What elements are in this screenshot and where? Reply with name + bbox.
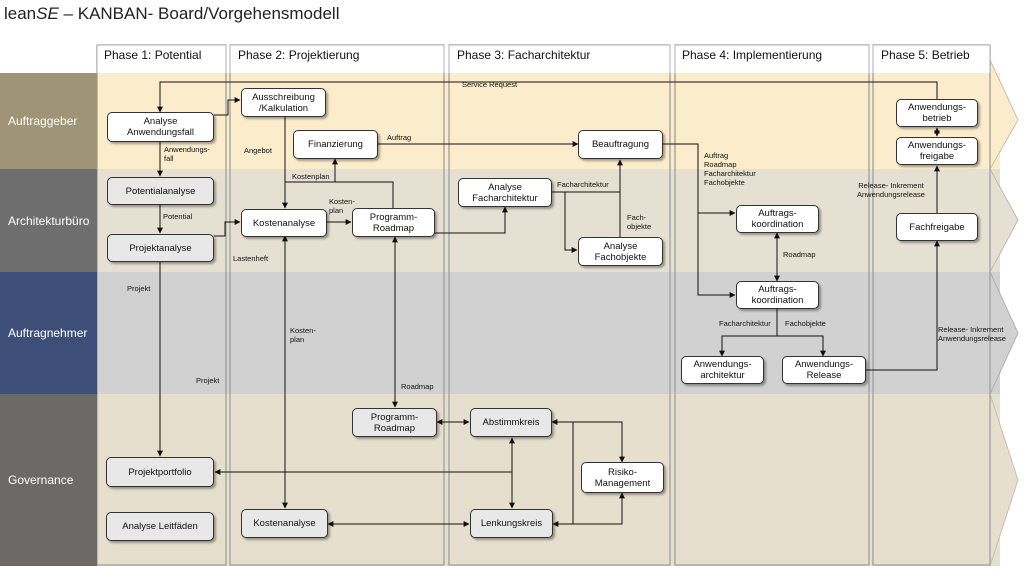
node-auftragskoordination-ab[interactable]: Auftrags- koordination xyxy=(736,205,819,233)
node-ausschreibung[interactable]: Ausschreibung /Kalkulation xyxy=(241,88,326,117)
label-fachobjekte-2: Fachobjekte xyxy=(785,319,826,328)
node-analyse-fachobjekte[interactable]: Analyse Fachobjekte xyxy=(578,237,663,266)
page-title: leanSE – KANBAN- Board/Vorgehensmodell xyxy=(4,4,339,24)
label-auftrag: Auftrag xyxy=(387,133,412,142)
lane-label-governance: Governance xyxy=(0,394,97,566)
label-anwendungsfall: Anwendungs- fall xyxy=(164,145,210,163)
node-auftragskoordination-an[interactable]: Auftrags- koordination xyxy=(736,281,819,309)
label-lastenheft: Lastenheft xyxy=(233,254,269,263)
edge-fachobjekte-2 xyxy=(777,335,826,357)
lane-label-auftraggeber: Auftraggeber xyxy=(0,73,97,169)
edge-lastenheft xyxy=(214,219,241,237)
label-release-2: Release- Inkrement Anwendungsrelease xyxy=(938,325,1006,343)
node-anwendungsbetrieb[interactable]: Anwendungs- betrieb xyxy=(896,99,978,127)
edge-kostenplan-line xyxy=(285,181,394,208)
edge-service-request xyxy=(157,81,938,113)
label-release-1: Release- Inkrement Anwendungsrelease xyxy=(857,181,925,199)
node-abstimmkreis[interactable]: Abstimmkreis xyxy=(470,408,552,437)
edge-auftrag-block-2 xyxy=(697,213,736,298)
node-anwendungsfreigabe[interactable]: Anwendungs- freigabe xyxy=(896,137,978,165)
label-projekt-2: Projekt xyxy=(196,376,220,385)
edge-risiko-lenkung xyxy=(552,492,625,527)
label-facharchitektur-2: Facharchitektur xyxy=(719,319,771,328)
phase-1-label: Phase 1: Potential xyxy=(104,48,202,62)
node-risiko-management[interactable]: Risiko- Management xyxy=(581,462,664,493)
lane-label-auftragnehmer: Auftragnehmer xyxy=(0,272,97,394)
phase-column-2 xyxy=(229,44,445,566)
label-auftrag-block: Auftrag Roadmap Facharchitektur Fachobje… xyxy=(704,151,756,187)
phase-5-label: Phase 5: Betrieb xyxy=(881,48,970,62)
node-projektanalyse[interactable]: Projektanalyse xyxy=(107,234,214,262)
edge-to-fachobjekte xyxy=(564,192,578,253)
label-roadmap-2: Roadmap xyxy=(783,250,816,259)
phase-2-label: Phase 2: Projektierung xyxy=(238,48,360,62)
node-anwendungsarchitektur[interactable]: Anwendungs- architektur xyxy=(681,356,764,384)
label-roadmap-1: Roadmap xyxy=(401,382,434,391)
node-finanzierung[interactable]: Finanzierung xyxy=(293,130,378,159)
node-programm-roadmap-p2[interactable]: Programm- Roadmap xyxy=(352,208,435,237)
lane-arrow-architekturbuero xyxy=(989,168,1019,273)
node-fachfreigabe[interactable]: Fachfreigabe xyxy=(896,213,978,241)
lane-arrow-auftraggeber xyxy=(989,59,1019,171)
edge-to-projektportfolio xyxy=(214,438,513,475)
label-kostenplan-1: Kostenplan xyxy=(292,172,330,181)
node-projektportfolio[interactable]: Projektportfolio xyxy=(106,457,214,487)
edges xyxy=(157,81,940,527)
phase-3-label: Phase 3: Facharchitektur xyxy=(457,48,591,62)
edge-auftrag-block xyxy=(663,143,736,216)
node-beauftragung[interactable]: Beauftragung xyxy=(578,130,663,159)
node-analyse-facharchitektur[interactable]: Analyse Facharchitektur xyxy=(458,178,552,207)
node-programm-roadmap-gov[interactable]: Programm- Roadmap xyxy=(352,408,437,437)
label-potential: Potential xyxy=(163,212,193,221)
phase-column-3 xyxy=(448,44,671,566)
edge-abstimm-risiko xyxy=(551,419,625,463)
edge-release-2 xyxy=(866,240,940,371)
label-service-request: Service Request xyxy=(462,80,518,89)
label-kostenplan-2: Kosten- plan xyxy=(329,197,355,215)
edge-facharchitektur-2 xyxy=(719,309,778,357)
lane-arrow-governance xyxy=(989,393,1019,567)
label-kostenplan-3: Kosten- plan xyxy=(290,326,316,344)
title-italic: SE xyxy=(36,4,59,23)
node-kostenanalyse-p2[interactable]: Kostenanalyse xyxy=(241,209,327,237)
phase-column-4 xyxy=(674,44,870,566)
phase-column-5 xyxy=(872,44,991,566)
node-lenkungskreis[interactable]: Lenkungskreis xyxy=(470,509,553,538)
node-analyse-leitfaeden[interactable]: Analyse Leitfäden xyxy=(106,512,214,541)
phase-column-1 xyxy=(96,44,227,566)
label-fachobjekte-1: Fach- objekte xyxy=(627,213,652,231)
node-kostenanalyse-gov[interactable]: Kostenanalyse xyxy=(241,509,328,538)
node-anwendungs-release[interactable]: Anwendungs- Release xyxy=(782,356,866,384)
label-facharchitektur-1: Facharchitektur xyxy=(557,180,609,189)
lane-label-architekturbuero: Architekturbüro xyxy=(0,169,97,272)
node-analyse-anwendungsfall[interactable]: Analyse Anwendungsfall xyxy=(107,112,214,142)
edge-to-ausschreibung xyxy=(214,97,241,116)
title-suffix: – KANBAN- Board/Vorgehensmodell xyxy=(58,4,340,23)
phase-4-label: Phase 4: Implementierung xyxy=(682,48,823,62)
label-angebot: Angebot xyxy=(244,146,272,155)
title-prefix: lean xyxy=(4,4,37,23)
label-projekt-1: Projekt xyxy=(127,284,151,293)
node-potentialanalyse[interactable]: Potentialanalyse xyxy=(107,177,214,205)
edge-to-facharchitektur xyxy=(435,206,508,234)
